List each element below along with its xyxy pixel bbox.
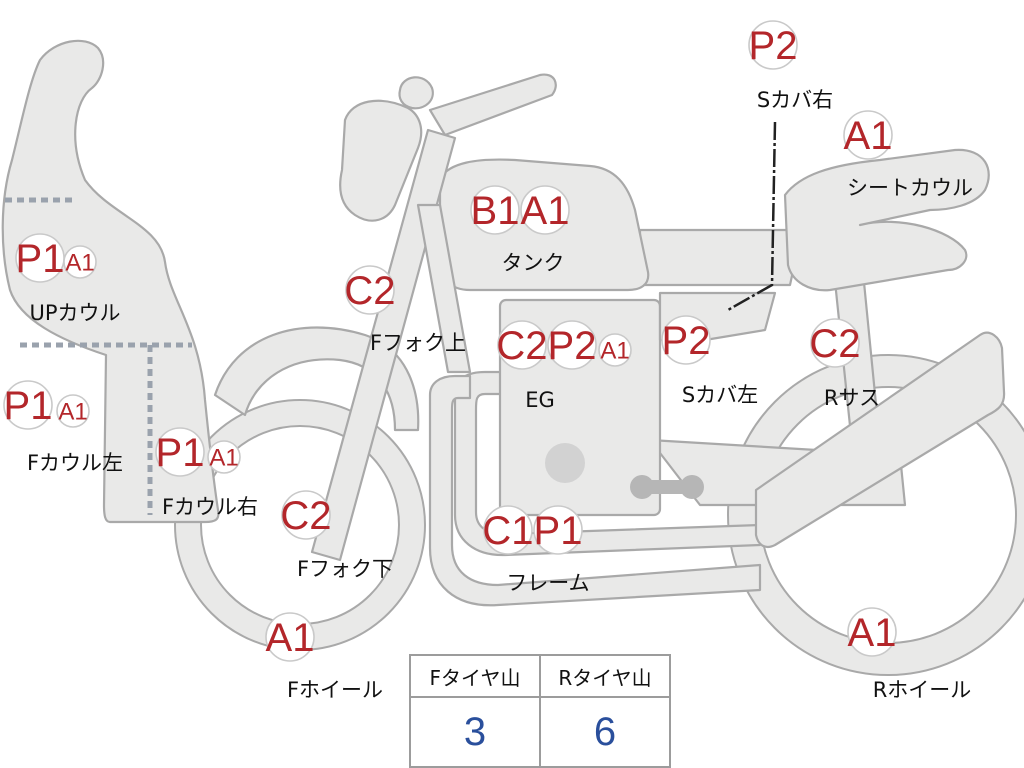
grade-badge: C2 [496,324,547,368]
badge-circle [598,333,632,367]
badge-circle [155,427,205,477]
grade-badge: P2 [548,324,597,368]
badge-circle [520,185,570,235]
grade-badge: P1 [16,237,65,281]
fork-brace-shape [416,203,472,374]
s-cover-right-leader [727,121,777,312]
grade-badge: P1 [156,431,205,475]
part-label: フレーム [506,571,589,595]
grade-badge: P2 [749,24,798,68]
grade-badge: C2 [809,322,860,366]
badge-circle [470,185,520,235]
rear-wheel-shape [727,354,1024,676]
muffler-shape [754,331,1006,549]
grade-badge: B1 [471,189,520,233]
badge-circle [847,607,897,657]
part-label: Fカウル左 [27,451,123,475]
grade-badge: C1 [482,509,533,553]
frame-lower-shape [428,374,762,607]
badge-circle [345,265,395,315]
grade-badge: P2 [662,319,711,363]
grade-badge: A1 [600,338,629,365]
headlight-shape [339,99,423,222]
front-fork-shape [310,128,457,562]
grade-badge: A1 [844,114,893,158]
part-label: Fフォク下 [297,557,393,581]
side-cover-upper-shape [638,228,800,287]
badge-circle [483,505,533,555]
grade-badge: A1 [266,616,315,660]
badge-circle [843,110,893,160]
part-label: タンク [502,251,565,275]
grade-badge: C2 [280,494,331,538]
badge-circle [56,394,90,428]
rear-tire-header: Rタイヤ山 [539,654,671,698]
seat-cowl-shape [783,148,990,292]
badge-circle [810,318,860,368]
grade-badge: A1 [521,189,570,233]
grade-badge: A1 [848,611,897,655]
badge-circle [63,245,97,279]
badge-circle [533,505,583,555]
part-label: EG [525,388,555,412]
badge-circle [547,320,597,370]
badge-circle [661,315,711,365]
tire-tread-table: Fタイヤ山 Rタイヤ山 3 6 [409,654,671,768]
handlebar-shape [428,73,557,137]
grade-badge: P1 [4,384,53,428]
part-seat-cowl: A1 シートカウル [843,110,973,200]
badge-circle [497,320,547,370]
engine-cover-shape [545,443,585,483]
grade-badge: A1 [209,445,238,472]
part-label: シートカウル [847,176,973,200]
part-label: Rホイール [873,678,972,702]
badge-circle [265,612,315,662]
badge-circle [207,440,241,474]
grade-badge: C2 [344,269,395,313]
part-label: Fカウル右 [162,495,258,519]
badge-circle [281,490,331,540]
part-label: UPカウル [29,301,120,325]
part-label: Sカバ左 [682,383,758,407]
fairing-panel-dividers [5,197,192,515]
grade-badge: A1 [65,250,94,277]
part-label: Fホイール [287,678,383,702]
badge-circle [3,380,53,430]
front-tire-header: Fタイヤ山 [409,654,541,698]
grade-badge: P1 [534,509,583,553]
badge-circle [748,20,798,70]
part-label: Rサス [824,386,880,410]
rear-tire-value: 6 [539,696,671,768]
part-label: Fフォク上 [370,331,466,355]
front-tire-value: 3 [409,696,541,768]
footpeg-shape [630,475,704,499]
headlight-knob-shape [398,76,434,110]
part-label: Sカバ右 [757,88,833,112]
grade-badge: A1 [58,399,87,426]
